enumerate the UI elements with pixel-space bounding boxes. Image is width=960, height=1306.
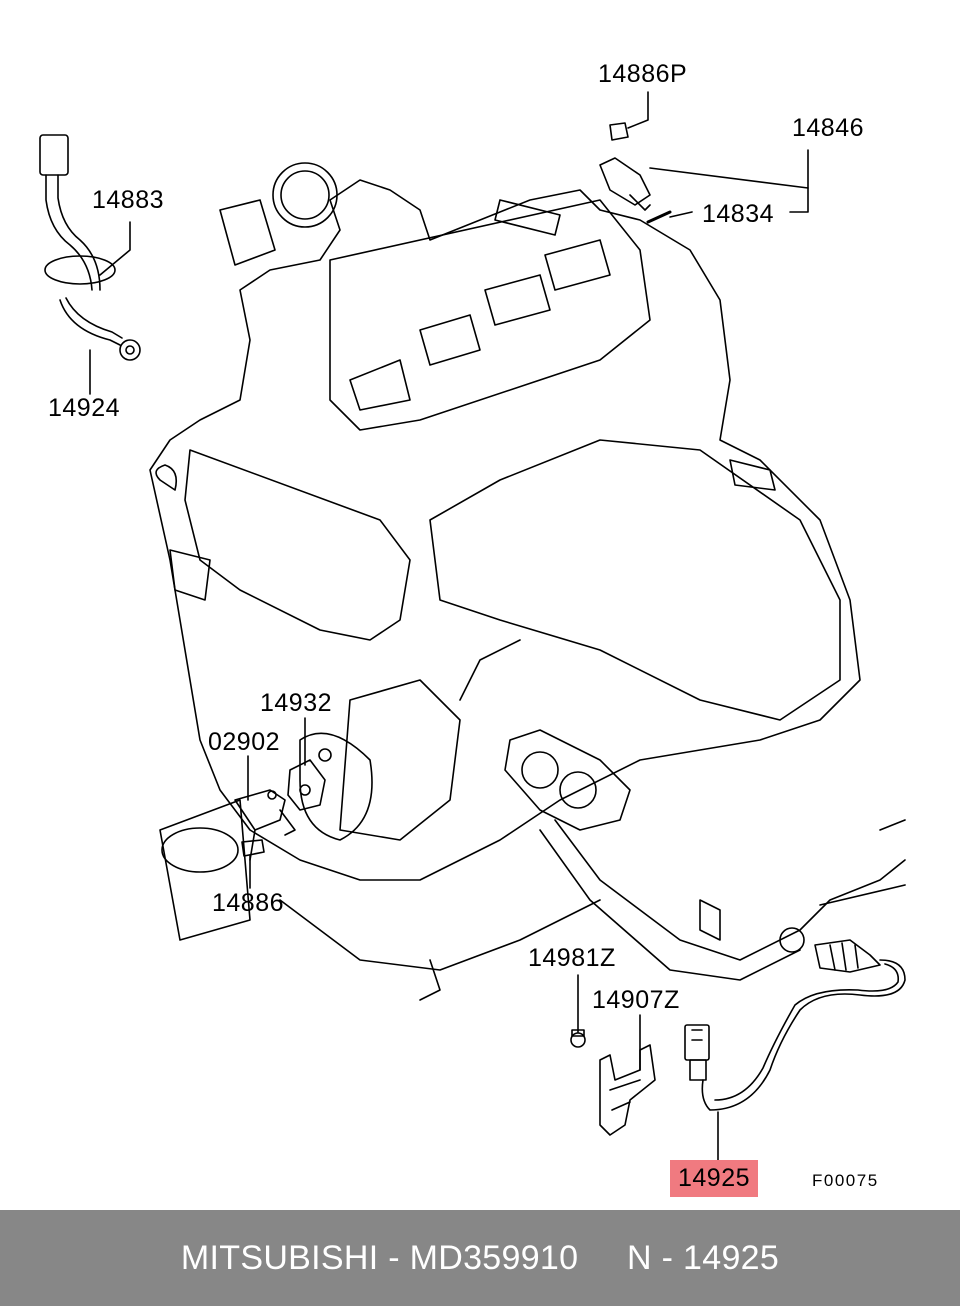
footer-part-info: MITSUBISHI - MD359910 N - 14925 [180, 1238, 780, 1277]
leader-lines [89, 91, 809, 1165]
callout-14886P: 14886P [598, 60, 688, 88]
callout-14907Z: 14907Z [592, 986, 680, 1014]
callout-14932: 14932 [260, 689, 333, 717]
crank-sensor-assembly [234, 759, 326, 861]
callout-14924: 14924 [48, 394, 121, 422]
callout-14846: 14846 [792, 114, 865, 142]
engine-block [149, 162, 861, 1001]
callout-14886: 14886 [212, 889, 285, 917]
engine-sensor-diagram [39, 91, 906, 1165]
callout-14883: 14883 [92, 186, 165, 214]
cam-sensor-assembly [599, 122, 672, 224]
footer-bar: MITSUBISHI - MD359910 N - 14925 [0, 1210, 960, 1306]
callout-14925-highlighted: 14925 [670, 1160, 759, 1197]
exhaust-manifold [504, 729, 906, 981]
callout-14981Z: 14981Z [528, 944, 616, 972]
figure-code: F00075 [812, 1171, 879, 1190]
knock-sensor-assembly [39, 134, 141, 361]
sensor-bracket [570, 1029, 656, 1136]
oxygen-sensor [684, 939, 906, 1111]
callout-02902: 02902 [208, 728, 281, 756]
callout-14834: 14834 [702, 200, 775, 228]
